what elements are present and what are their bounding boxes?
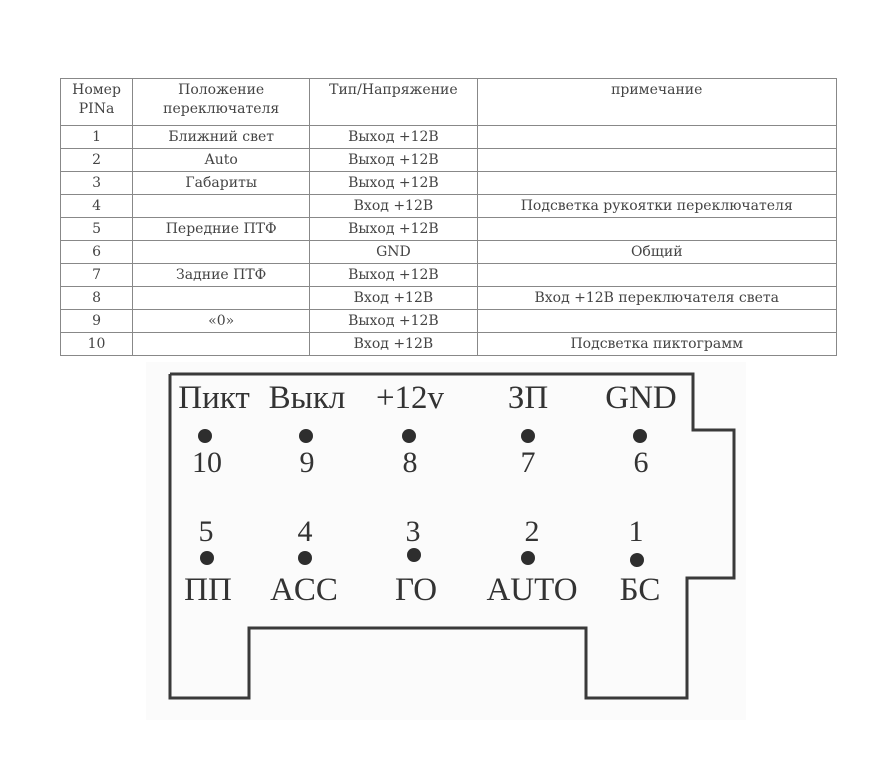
cell-pin: 1 xyxy=(59,125,134,149)
cell-pin: 5 xyxy=(59,217,134,241)
cell-pin: 2 xyxy=(59,148,134,172)
header-pin-number: Номер PINa xyxy=(59,78,134,126)
cell-pin: 6 xyxy=(59,240,134,264)
cell-type: Выход +12В xyxy=(309,309,478,333)
cell-type: Выход +12В xyxy=(309,171,478,195)
pin-dot-2 xyxy=(521,551,535,565)
cell-switch xyxy=(132,240,311,264)
table-body: 1 Ближний свет Выход +12В 2 Auto Выход +… xyxy=(59,125,837,356)
table-row: 2 Auto Выход +12В xyxy=(59,148,837,172)
cell-note xyxy=(476,309,837,333)
pin-number-4: 4 xyxy=(297,515,313,548)
pin-dot-5 xyxy=(200,551,214,565)
pin-label-6: GND xyxy=(605,380,677,416)
cell-pin: 9 xyxy=(59,309,134,333)
pin-label-9: Выкл xyxy=(268,380,346,416)
pin-label-7: ЗП xyxy=(507,380,549,416)
pin-dot-7 xyxy=(521,429,535,443)
table-header: Номер PINa Положение переключателя Тип/Н… xyxy=(59,78,837,126)
header-switch-position: Положение переключателя xyxy=(132,78,311,126)
cell-switch: Задние ПТФ xyxy=(132,263,311,287)
pin-number-5: 5 xyxy=(198,515,214,548)
table-row: 9 «0» Выход +12В xyxy=(59,309,837,333)
header-type-voltage: Тип/Напряжение xyxy=(309,78,478,126)
pin-number-1: 1 xyxy=(628,515,644,548)
cell-type: GND xyxy=(309,240,478,264)
pin-label-2: AUTO xyxy=(486,572,578,608)
table-row: 1 Ближний свет Выход +12В xyxy=(59,125,837,149)
pin-dot-9 xyxy=(299,429,313,443)
pin-dot-1 xyxy=(630,553,644,567)
cell-switch: Auto xyxy=(132,148,311,172)
cell-pin: 10 xyxy=(59,332,134,356)
cell-pin: 4 xyxy=(59,194,134,218)
cell-type: Вход +12В xyxy=(309,332,478,356)
pin-dot-6 xyxy=(633,429,647,443)
pin-label-3: ГО xyxy=(394,572,438,608)
pin-label-8: +12v xyxy=(375,380,445,416)
cell-type: Выход +12В xyxy=(309,148,478,172)
pin-number-3: 3 xyxy=(405,515,421,548)
pin-dot-4 xyxy=(298,551,312,565)
cell-type: Выход +12В xyxy=(309,125,478,149)
cell-switch: Ближний свет xyxy=(132,125,311,149)
pin-dot-10 xyxy=(198,429,212,443)
cell-note xyxy=(476,171,837,195)
cell-note: Подсветка рукоятки переключателя xyxy=(476,194,837,218)
cell-switch xyxy=(132,194,311,218)
cell-switch xyxy=(132,332,311,356)
table-header-row: Номер PINa Положение переключателя Тип/Н… xyxy=(59,78,837,126)
pin-label-4: ACC xyxy=(270,572,338,608)
table-row: 7 Задние ПТФ Выход +12В xyxy=(59,263,837,287)
cell-switch: Габариты xyxy=(132,171,311,195)
cell-pin: 7 xyxy=(59,263,134,287)
cell-note: Подсветка пиктограмм xyxy=(476,332,837,356)
pin-number-8: 8 xyxy=(402,446,418,479)
pin-number-7: 7 xyxy=(520,446,536,479)
pin-label-10: Пикт xyxy=(178,380,250,416)
pin-dot-3 xyxy=(407,548,421,562)
table-row: 10 Вход +12В Подсветка пиктограмм xyxy=(59,332,837,356)
cell-type: Вход +12В xyxy=(309,194,478,218)
connector-outline xyxy=(168,372,736,700)
cell-note: Вход +12В переключателя света xyxy=(476,286,837,310)
cell-note: Общий xyxy=(476,240,837,264)
pin-number-9: 9 xyxy=(299,446,315,479)
pin-label-5: ПП xyxy=(184,572,232,608)
cell-switch: Передние ПТФ xyxy=(132,217,311,241)
pin-number-6: 6 xyxy=(633,446,649,479)
pin-label-1: БС xyxy=(619,572,661,608)
connector-diagram: Пикт Выкл +12v ЗП GND 10 9 8 7 6 5 4 3 2… xyxy=(146,362,746,720)
cell-switch xyxy=(132,286,311,310)
cell-note xyxy=(476,148,837,172)
cell-note xyxy=(476,125,837,149)
cell-pin: 3 xyxy=(59,171,134,195)
cell-note xyxy=(476,263,837,287)
pin-table: Номер PINa Положение переключателя Тип/Н… xyxy=(59,78,837,356)
cell-note xyxy=(476,217,837,241)
pin-number-10: 10 xyxy=(192,446,222,479)
cell-type: Выход +12В xyxy=(309,263,478,287)
cell-type: Вход +12В xyxy=(309,286,478,310)
pin-number-2: 2 xyxy=(524,515,540,548)
table-row: 8 Вход +12В Вход +12В переключателя свет… xyxy=(59,286,837,310)
header-note: примечание xyxy=(476,78,837,126)
table-row: 6 GND Общий xyxy=(59,240,837,264)
table-row: 4 Вход +12В Подсветка рукоятки переключа… xyxy=(59,194,837,218)
table-row: 3 Габариты Выход +12В xyxy=(59,171,837,195)
cell-switch: «0» xyxy=(132,309,311,333)
table-row: 5 Передние ПТФ Выход +12В xyxy=(59,217,837,241)
cell-pin: 8 xyxy=(59,286,134,310)
pin-dot-8 xyxy=(402,429,416,443)
cell-type: Выход +12В xyxy=(309,217,478,241)
